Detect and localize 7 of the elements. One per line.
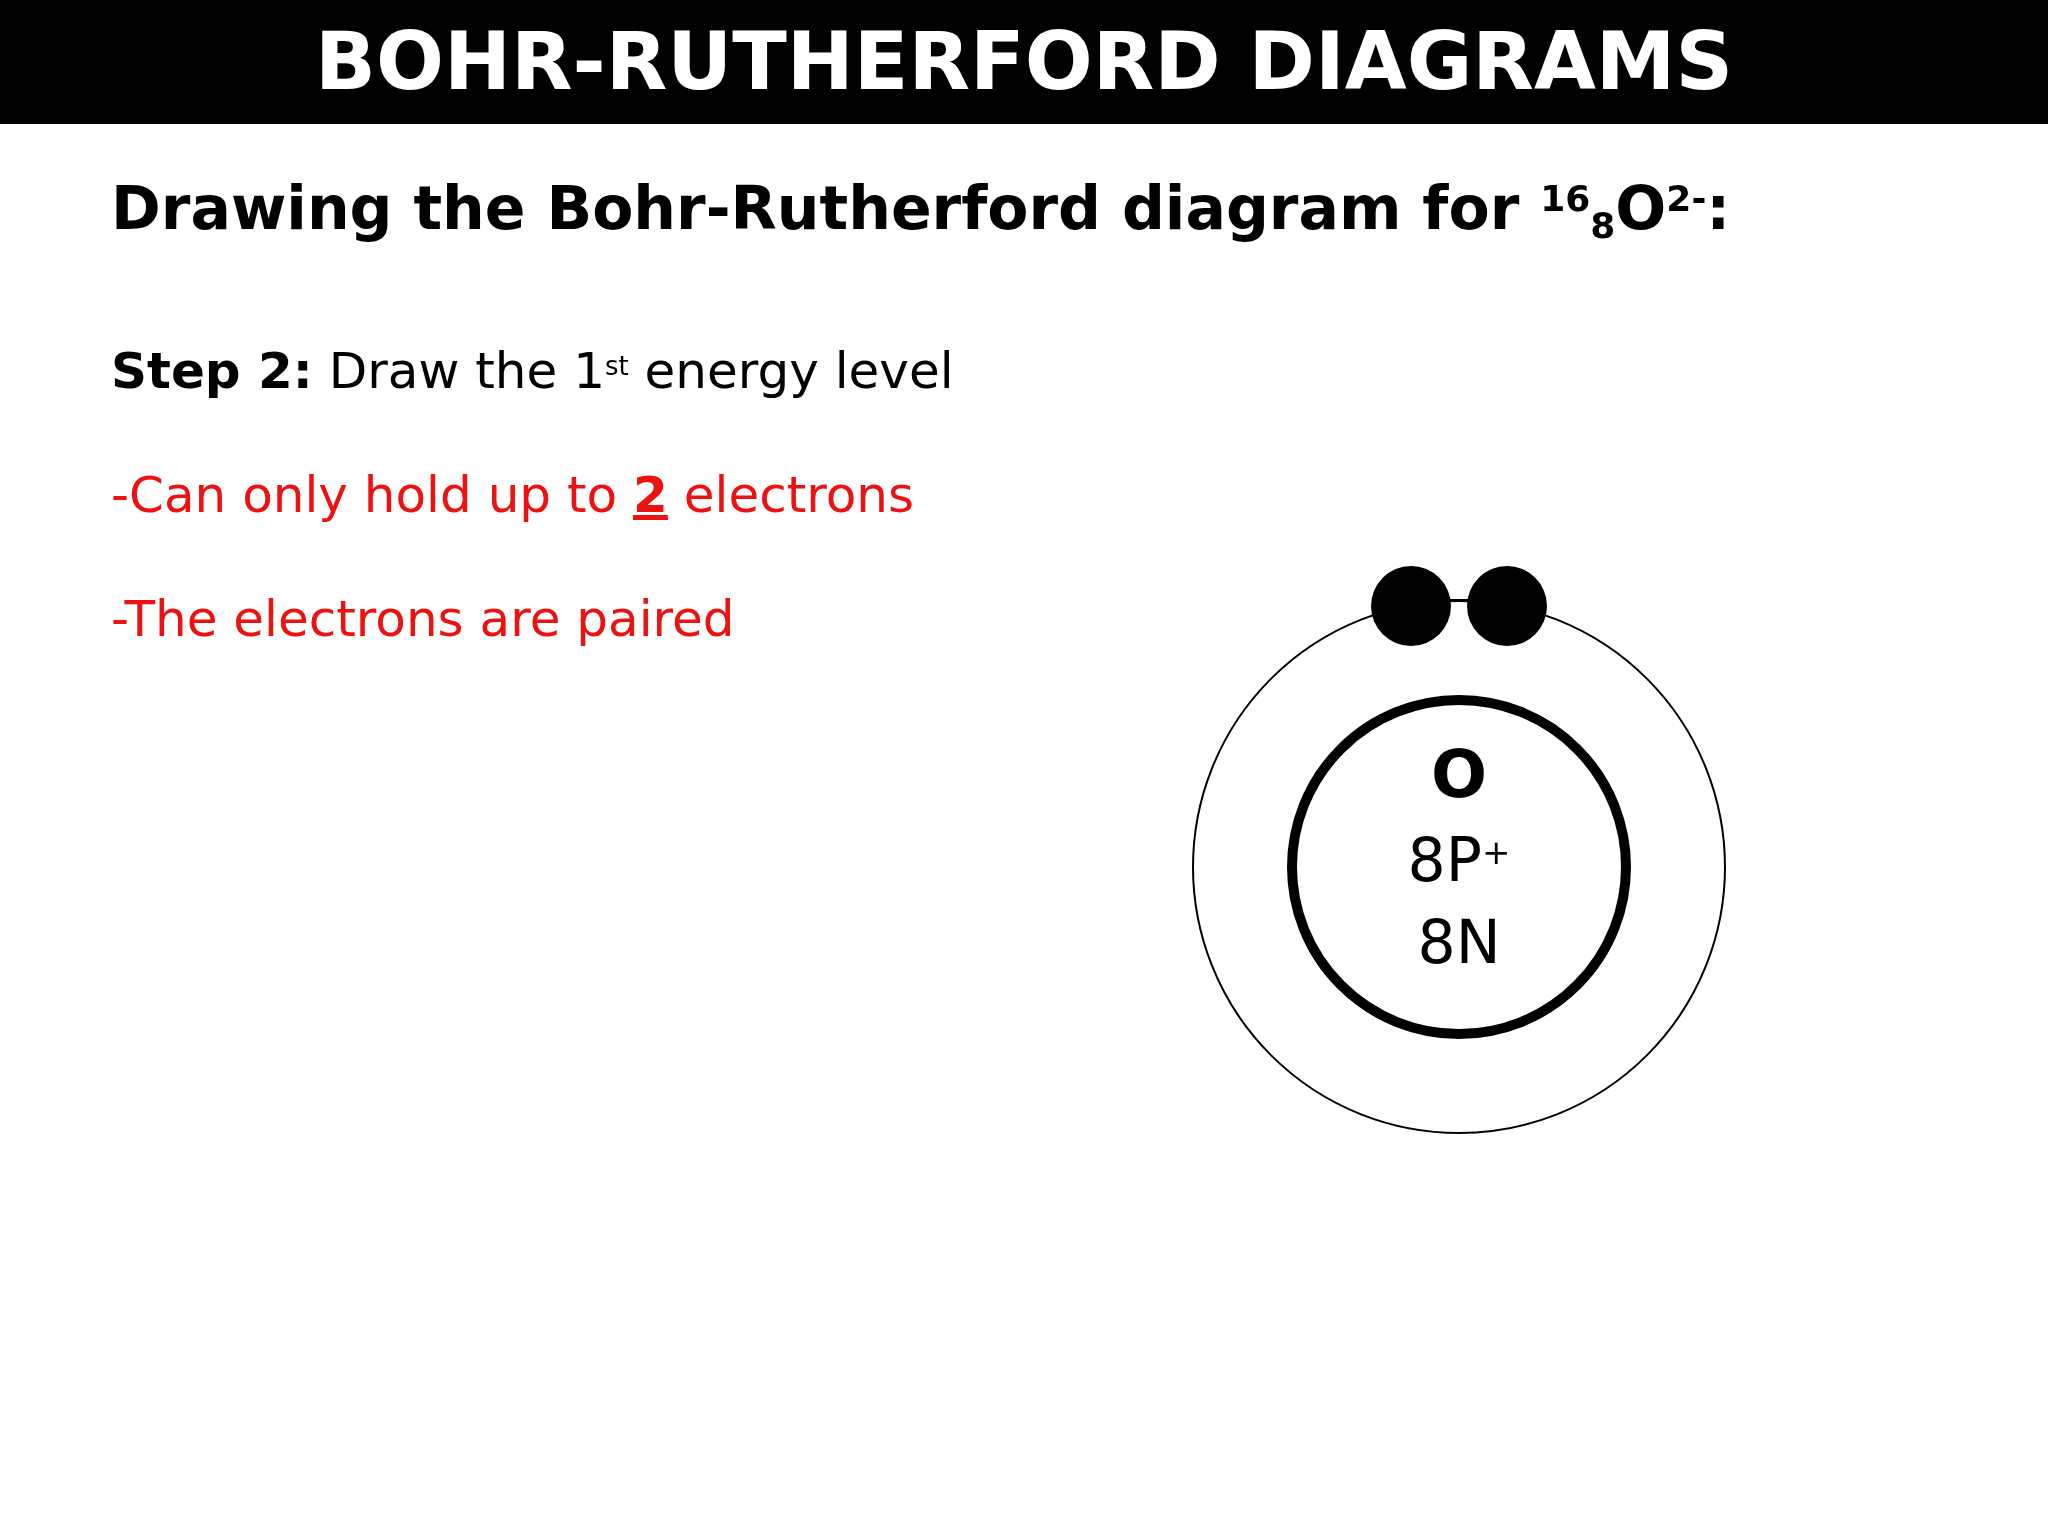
element-symbol: O xyxy=(1430,742,1488,808)
title-text: BOHR-RUTHERFORD DIAGRAMS xyxy=(314,22,1734,102)
note-text: -Can only hold up to 2 electrons xyxy=(111,470,915,520)
step-text: Step 2: Draw the 1$^{st}$ energy level xyxy=(111,346,954,396)
particle-count: 8P$^{+}$ xyxy=(1407,830,1511,890)
note-text: -The electrons are paired xyxy=(111,594,735,644)
particle-count: 8N xyxy=(1417,912,1501,972)
